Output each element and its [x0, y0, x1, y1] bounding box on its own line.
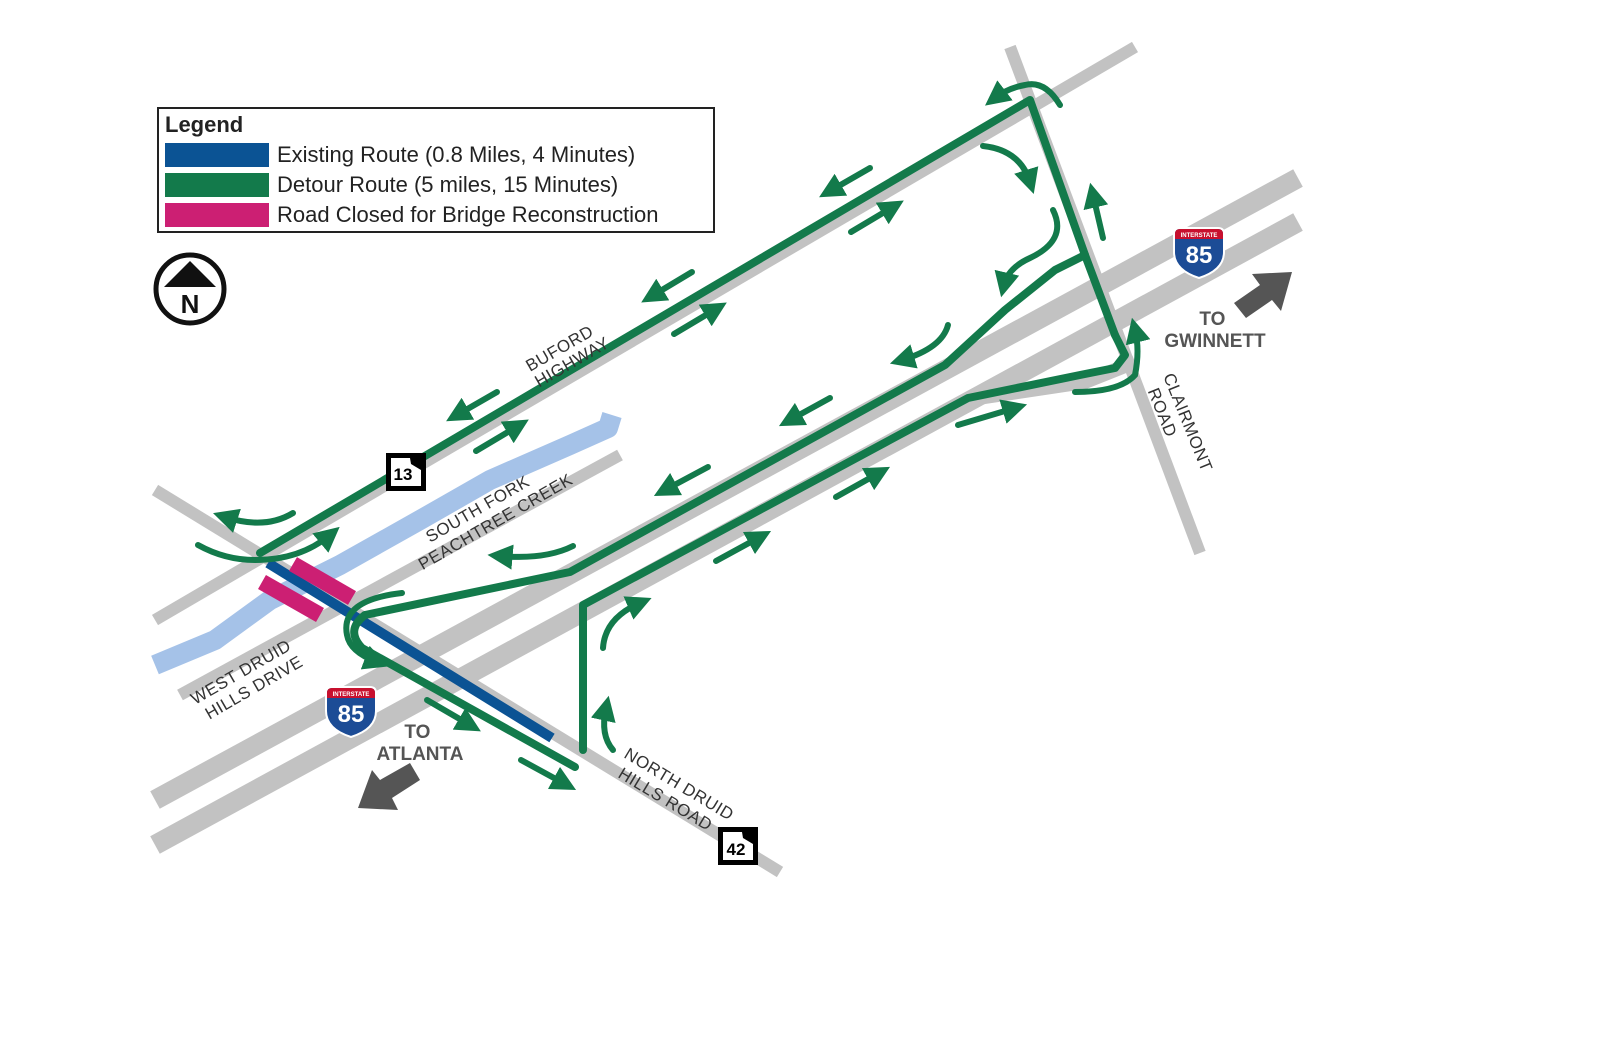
existing-route: [265, 558, 555, 743]
sr13-shield: 13: [386, 453, 426, 491]
buford-highway-road: [151, 41, 1139, 626]
detour-route: [256, 96, 1129, 771]
legend-item-road-closed: Road Closed for Bridge Reconstruction: [165, 201, 659, 229]
i85-shield-east: INTERSTATE 85: [1173, 227, 1225, 280]
svg-text:85: 85: [338, 701, 365, 728]
legend-swatch-closed: [165, 203, 269, 227]
svg-text:INTERSTATE: INTERSTATE: [333, 692, 370, 698]
legend-swatch-detour: [165, 173, 269, 197]
west-druid-hills-road: [177, 449, 623, 701]
legend-label-closed: Road Closed for Bridge Reconstruction: [277, 202, 659, 227]
legend-title: Legend: [165, 112, 244, 137]
to-gwinnett-arrow: [1234, 272, 1292, 318]
legend-label-existing: Existing Route (0.8 Miles, 4 Minutes): [277, 142, 636, 167]
to-atlanta-label: TO ATLANTA: [377, 722, 464, 765]
road-closed: [258, 557, 356, 622]
svg-text:85: 85: [1186, 242, 1213, 269]
legend-swatch-existing: [165, 143, 269, 167]
legend-item-existing-route: Existing Route (0.8 Miles, 4 Minutes): [165, 141, 635, 169]
i85-shield-west: INTERSTATE 85: [325, 686, 377, 739]
legend-item-detour-route: Detour Route (5 miles, 15 Minutes): [165, 171, 618, 199]
to-atlanta-arrow: [358, 763, 420, 810]
svg-text:42: 42: [727, 840, 746, 859]
sr42-shield: 42: [718, 827, 758, 865]
peachtree-creek: [151, 412, 622, 675]
detour-arrows: [195, 80, 1151, 791]
svg-text:INTERSTATE: INTERSTATE: [1181, 233, 1218, 239]
legend-label-detour: Detour Route (5 miles, 15 Minutes): [277, 172, 619, 197]
to-gwinnett-label: TO GWINNETT: [1164, 309, 1266, 352]
i85-carriageway-south: [150, 213, 1303, 854]
svg-text:N: N: [181, 289, 200, 319]
svg-text:13: 13: [394, 465, 413, 484]
map-legend: Legend Existing Route (0.8 Miles, 4 Minu…: [157, 107, 715, 233]
north-arrow: N: [153, 252, 227, 326]
